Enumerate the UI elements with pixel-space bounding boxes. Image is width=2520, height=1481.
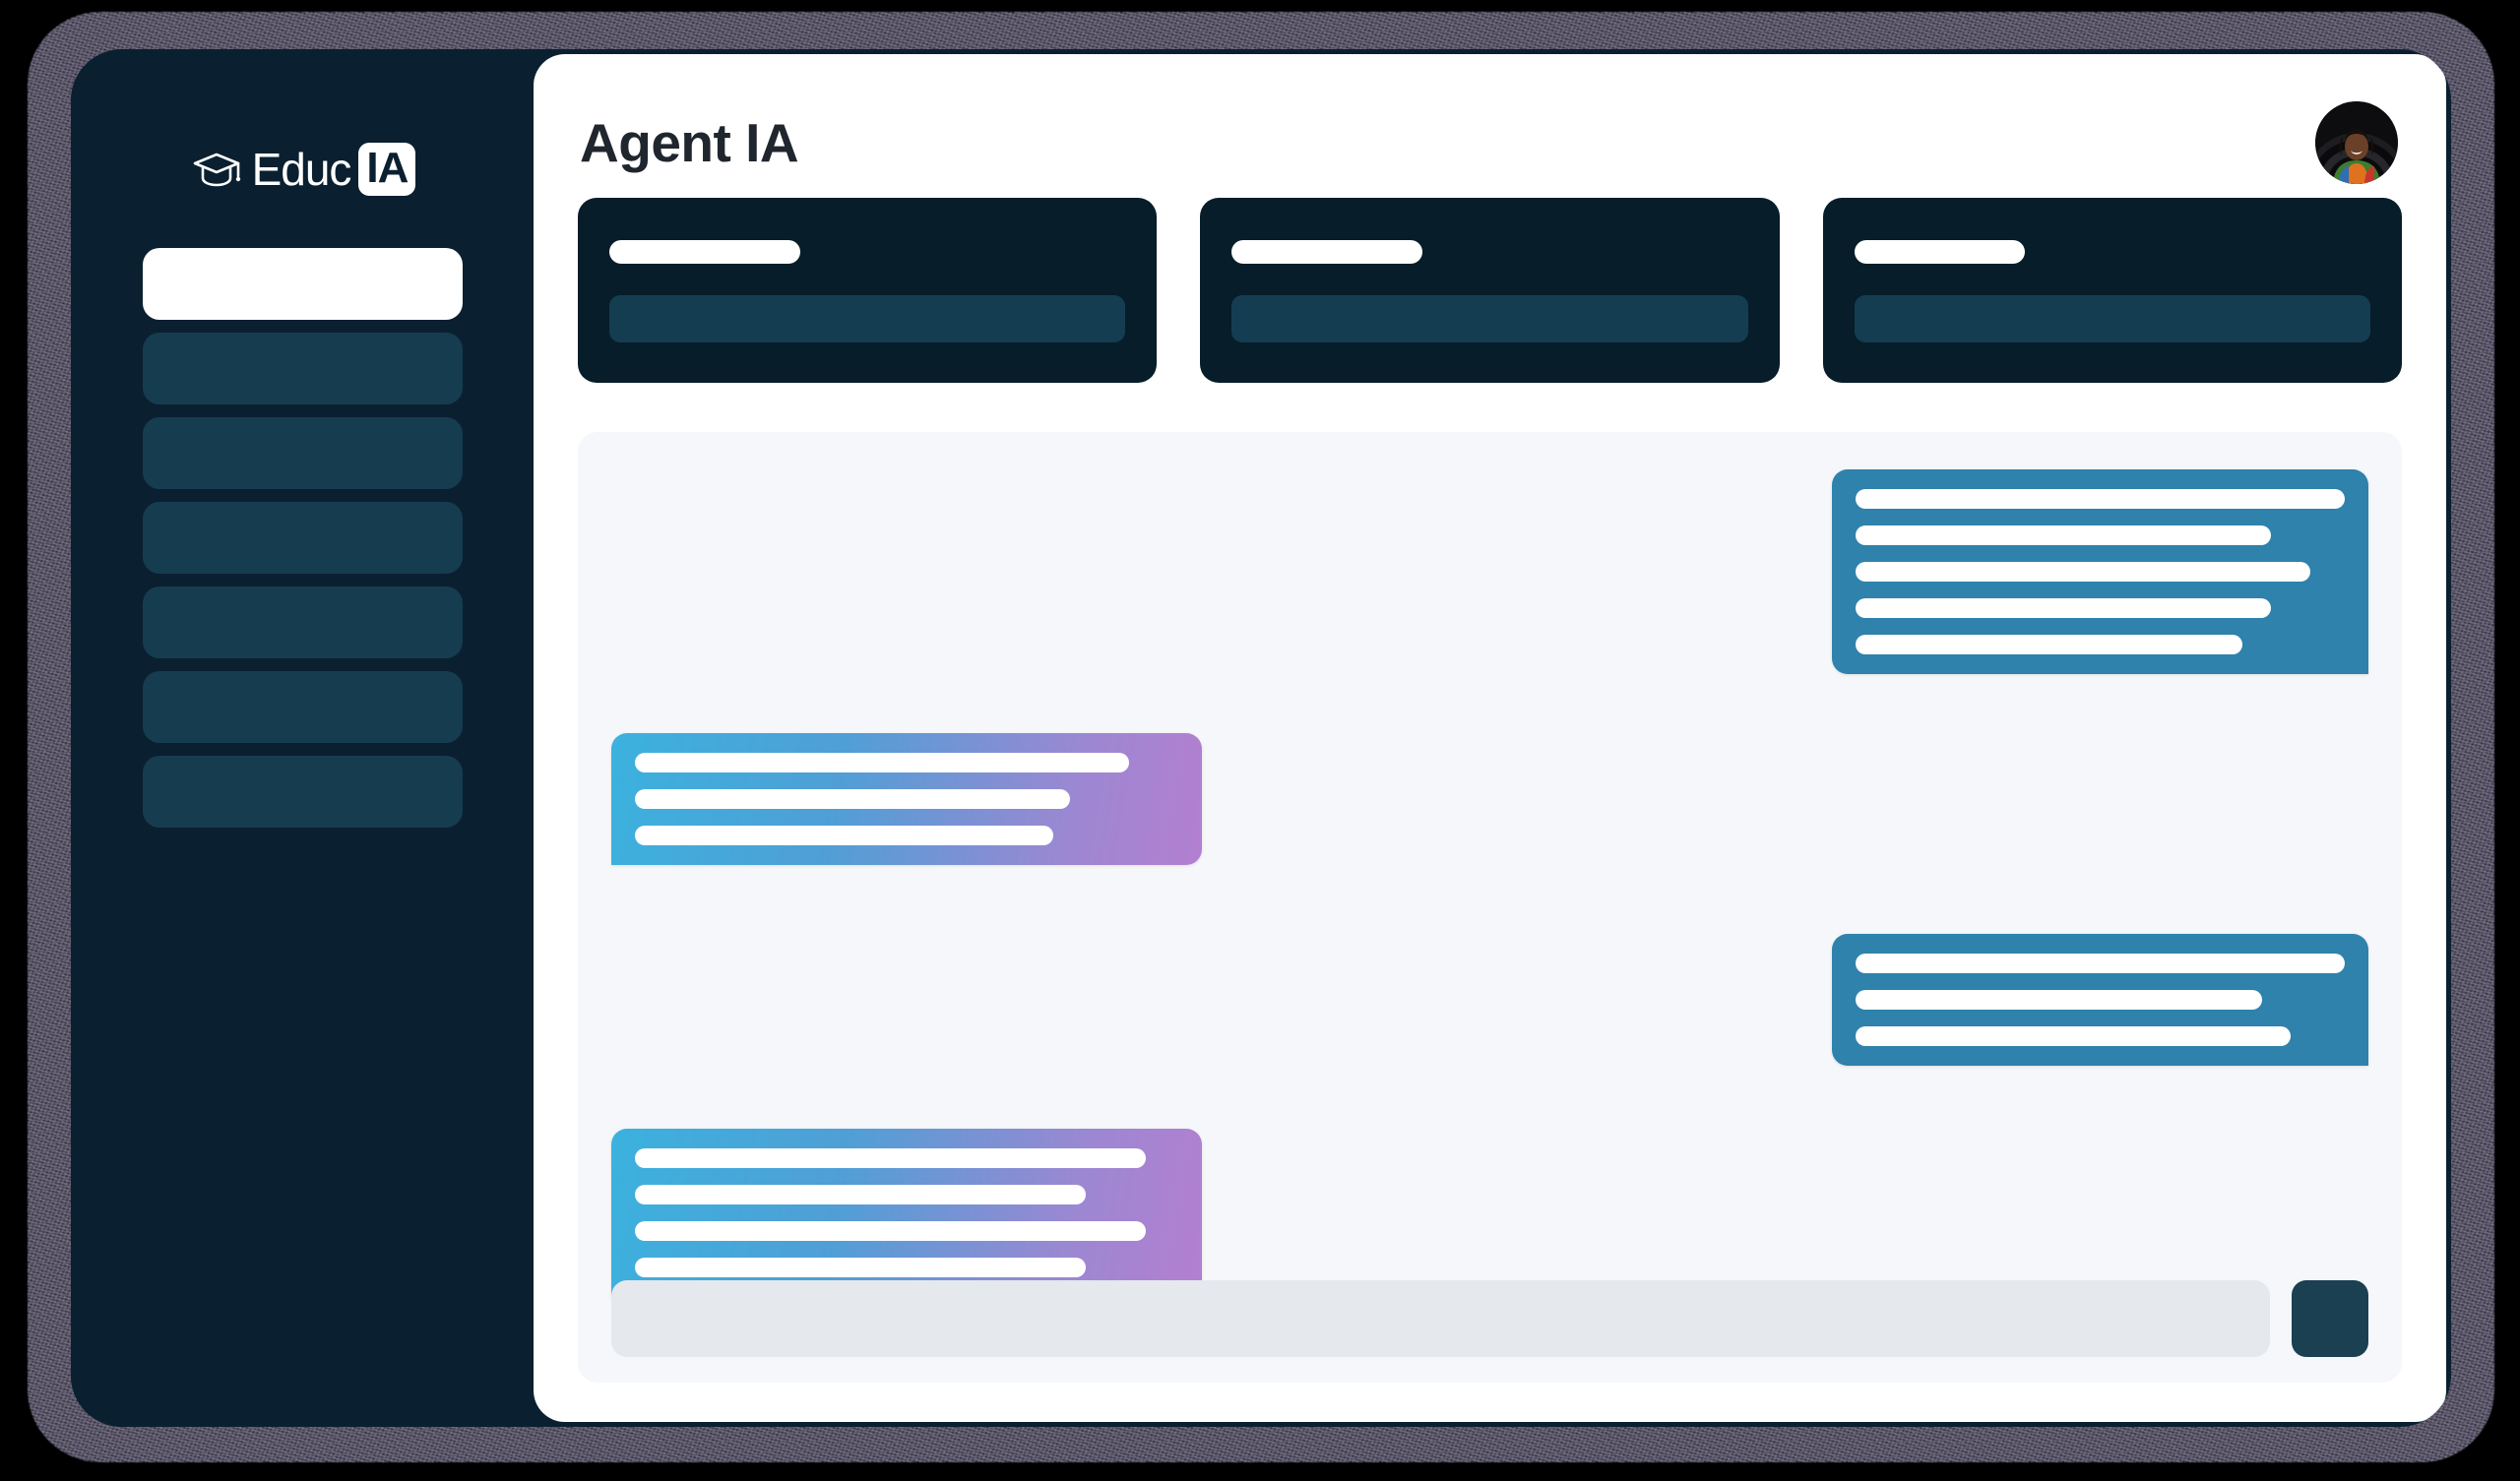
- sidebar-item-2[interactable]: [142, 333, 463, 404]
- stat-card-1[interactable]: [578, 198, 1158, 383]
- message-text-line: [635, 1148, 1146, 1168]
- message-text-line: [1856, 954, 2345, 973]
- message-text-line: [635, 1221, 1146, 1241]
- brand-name-primary: Educ: [251, 144, 352, 195]
- message-text-line: [1856, 562, 2311, 582]
- content-panel: Agent IA: [534, 54, 2446, 1422]
- brand-name-badge: IA: [358, 143, 416, 196]
- message-text-line: [635, 789, 1070, 809]
- sidebar-item-3[interactable]: [142, 417, 463, 489]
- message-row-user: [611, 733, 2368, 865]
- brand-logo[interactable]: Educ IA: [189, 140, 416, 199]
- message-list[interactable]: [611, 469, 2368, 1297]
- stat-card-value-placeholder: [1231, 295, 1748, 342]
- message-text-line: [635, 826, 1054, 845]
- stat-card-title-placeholder: [1231, 240, 1423, 264]
- message-bubble-assistant[interactable]: [1832, 934, 2368, 1066]
- composer: [611, 1261, 2368, 1357]
- topbar: Agent IA: [578, 95, 2402, 190]
- message-row-user: [611, 1129, 2368, 1297]
- sidebar-item-7[interactable]: [142, 756, 463, 828]
- stat-card-2[interactable]: [1200, 198, 1780, 383]
- message-bubble-user[interactable]: [611, 733, 1202, 865]
- sidebar-item-4[interactable]: [142, 502, 463, 574]
- sidebar-nav: [142, 248, 463, 828]
- stat-cards: [578, 198, 2402, 383]
- message-bubble-user[interactable]: [611, 1129, 1202, 1297]
- message-text-line: [635, 1185, 1087, 1204]
- page-title: Agent IA: [580, 112, 799, 173]
- sidebar-item-5[interactable]: [142, 586, 463, 658]
- message-row-assistant: [611, 934, 2368, 1066]
- sidebar-item-1[interactable]: [142, 248, 463, 320]
- message-text-line: [635, 753, 1130, 772]
- message-text-line: [1856, 598, 2272, 618]
- stat-card-title-placeholder: [1854, 240, 2025, 264]
- message-text-line: [1856, 525, 2272, 545]
- message-row-assistant: [611, 469, 2368, 674]
- chat-panel: [578, 432, 2402, 1383]
- stat-card-value-placeholder: [609, 295, 1126, 342]
- stat-card-3[interactable]: [1822, 198, 2402, 383]
- message-text-line: [1856, 1026, 2292, 1046]
- stat-card-value-placeholder: [1854, 295, 2370, 342]
- graduation-cap-icon: [189, 149, 244, 190]
- sidebar: Educ IA: [71, 49, 534, 1427]
- sidebar-item-6[interactable]: [142, 671, 463, 743]
- message-text-line: [1856, 489, 2345, 509]
- message-input[interactable]: [611, 1280, 2270, 1357]
- message-text-line: [1856, 990, 2262, 1010]
- app-window: Educ IA Agent IA: [71, 49, 2451, 1427]
- message-text-line: [1856, 635, 2242, 654]
- message-text-line: [635, 1258, 1087, 1277]
- message-bubble-assistant[interactable]: [1832, 469, 2368, 674]
- avatar-image: [2315, 101, 2398, 184]
- stat-card-title-placeholder: [609, 240, 800, 264]
- avatar[interactable]: [2315, 101, 2398, 184]
- send-button[interactable]: [2292, 1280, 2368, 1357]
